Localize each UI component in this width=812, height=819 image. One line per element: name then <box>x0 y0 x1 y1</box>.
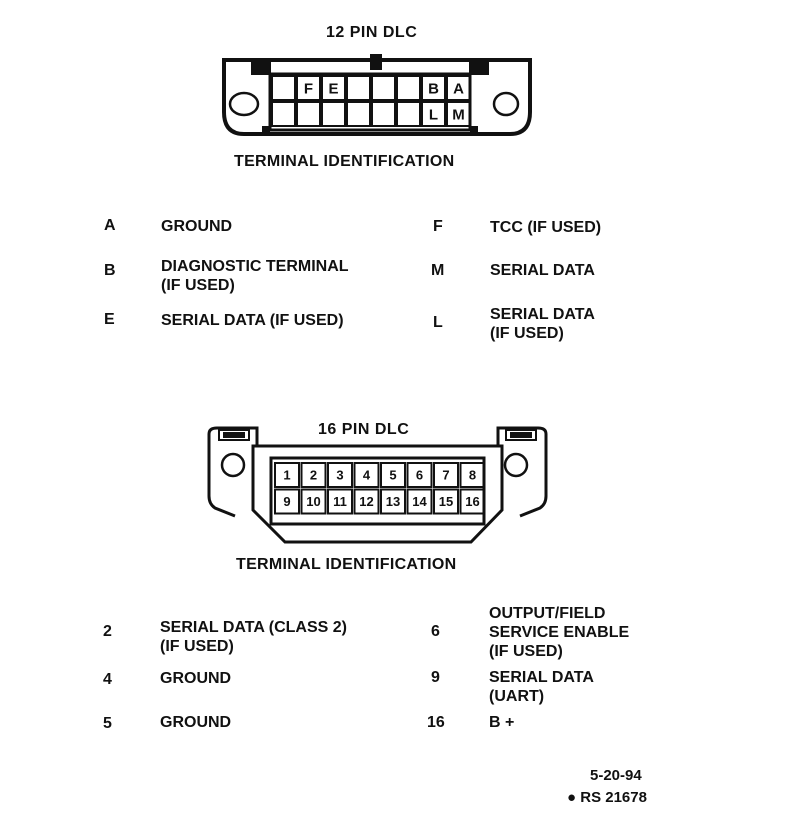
dlc16-left-mount-hole-icon <box>220 452 246 478</box>
dlc12-legend-key-f: F <box>433 218 443 235</box>
dlc12-pin-cell <box>421 101 446 127</box>
dlc16-pin-cell <box>380 462 406 488</box>
dlc16-pin-cell <box>459 462 486 488</box>
dlc12-pin-cell <box>446 75 471 101</box>
dlc12-legend-desc-a: GROUND <box>161 218 233 235</box>
dlc16-legend-key-5: 5 <box>103 715 112 732</box>
dlc12-pin-cell <box>371 75 396 101</box>
dlc16-title: 16 PIN DLC <box>318 421 410 438</box>
dlc12-pin-cell <box>396 101 421 127</box>
dlc16-caption: TERMINAL IDENTIFICATION <box>236 556 457 573</box>
dlc16-pin-label: 4 <box>363 468 371 483</box>
dlc16-pin-cell <box>300 462 327 488</box>
dlc12-pin-cell <box>446 101 471 127</box>
dlc16-pin-cell <box>406 488 433 515</box>
dlc16-pin-label: 14 <box>412 494 427 509</box>
dlc12-pin-cell <box>321 101 346 127</box>
footer-ref: ● RS 21678 <box>567 789 647 806</box>
dlc16-legend-desc-2: SERIAL DATA (CLASS 2) (IF USED) <box>160 619 347 655</box>
dlc16-pin-cell <box>327 462 353 488</box>
dlc12-pin-label: B <box>428 80 439 97</box>
dlc16-legend-key-6: 6 <box>431 623 440 640</box>
dlc16-pin-label: 15 <box>439 494 453 509</box>
dlc12-legend-key-m: M <box>431 262 445 279</box>
dlc16-pin-cell <box>300 488 327 515</box>
dlc12-right-mount-hole-icon <box>492 91 520 117</box>
bullet-icon: ● <box>567 789 577 806</box>
dlc12-pin-label: L <box>429 106 438 123</box>
footer-ref-text: RS 21678 <box>580 789 647 806</box>
dlc16-pin-label: 2 <box>310 468 317 483</box>
dlc16-pin-label: 13 <box>386 494 400 509</box>
dlc16-pin-label: 6 <box>416 468 423 483</box>
dlc16-pin-label: 9 <box>283 494 290 509</box>
dlc12-pin-cell <box>271 75 296 101</box>
dlc12-pin-cell <box>321 75 346 101</box>
dlc16-pin-label: 10 <box>306 494 320 509</box>
dlc12-legend-desc-f: TCC (IF USED) <box>490 219 602 236</box>
dlc16-legend-desc-6: OUTPUT/FIELD SERVICE ENABLE (IF USED) <box>489 605 630 660</box>
dlc16-pin-label: 5 <box>389 468 396 483</box>
dlc16-pin-label: 11 <box>333 494 347 509</box>
dlc12-legend-key-a: A <box>104 217 116 234</box>
dlc16-pin-cell <box>327 488 353 515</box>
dlc16-pin-cell <box>433 488 459 515</box>
dlc16-legend-desc-9: SERIAL DATA (UART) <box>489 669 594 705</box>
footer-date: 5-20-94 <box>590 767 642 784</box>
dlc12-left-mount-hole-icon <box>228 91 260 117</box>
dlc16-pin-cell <box>406 462 433 488</box>
dlc12-pin-cell <box>371 101 396 127</box>
dlc16-pin-label: 12 <box>359 494 373 509</box>
dlc12-pin-label: M <box>452 106 465 123</box>
dlc12-pin-cell <box>296 75 321 101</box>
dlc12-pin-cell <box>271 101 296 127</box>
dlc16-legend-key-2: 2 <box>103 623 112 640</box>
dlc12-legend-desc-e: SERIAL DATA (IF USED) <box>161 312 344 329</box>
dlc16-legend-key-16: 16 <box>427 714 445 731</box>
dlc12-pin-cell <box>396 75 421 101</box>
dlc12-caption: TERMINAL IDENTIFICATION <box>234 153 455 170</box>
dlc12-pin-cell <box>346 75 371 101</box>
dlc16-pin-label: 16 <box>465 494 479 509</box>
dlc16-pin-cell <box>433 462 459 488</box>
dlc12-legend-key-l: L <box>433 314 443 331</box>
dlc16-pin-cell <box>274 462 300 488</box>
dlc16-legend-key-4: 4 <box>103 671 112 688</box>
dlc12-title: 12 PIN DLC <box>326 24 418 41</box>
dlc12-legend-key-e: E <box>104 311 115 328</box>
dlc16-pin-cell <box>274 488 300 515</box>
dlc12-pin-cell <box>296 101 321 127</box>
dlc12-legend-desc-l: SERIAL DATA (IF USED) <box>490 306 595 342</box>
dlc12-pin-label: A <box>453 80 464 97</box>
dlc16-right-mount-hole-icon <box>503 452 529 478</box>
dlc16-pin-cell <box>459 488 486 515</box>
dlc16-legend-desc-16: B + <box>489 714 515 731</box>
dlc12-pin-label: F <box>304 80 313 97</box>
dlc12-pin-cell <box>346 101 371 127</box>
dlc16-legend-desc-4: GROUND <box>160 670 232 687</box>
dlc16-pin-cell <box>380 488 406 515</box>
dlc12-legend-key-b: B <box>104 262 116 279</box>
dlc16-legend-key-9: 9 <box>431 669 440 686</box>
dlc16-pin-cell <box>353 462 380 488</box>
dlc16-pin-label: 7 <box>442 468 449 483</box>
dlc16-legend-desc-5: GROUND <box>160 714 232 731</box>
dlc12-legend-desc-b: DIAGNOSTIC TERMINAL (IF USED) <box>161 258 349 294</box>
dlc16-pin-cell <box>353 488 380 515</box>
dlc16-pin-label: 3 <box>336 468 343 483</box>
dlc12-pin-cell <box>421 75 446 101</box>
dlc16-pin-label: 8 <box>469 468 476 483</box>
dlc12-legend-desc-m: SERIAL DATA <box>490 262 595 279</box>
dlc12-pin-label: E <box>328 80 338 97</box>
dlc16-pin-label: 1 <box>283 468 290 483</box>
